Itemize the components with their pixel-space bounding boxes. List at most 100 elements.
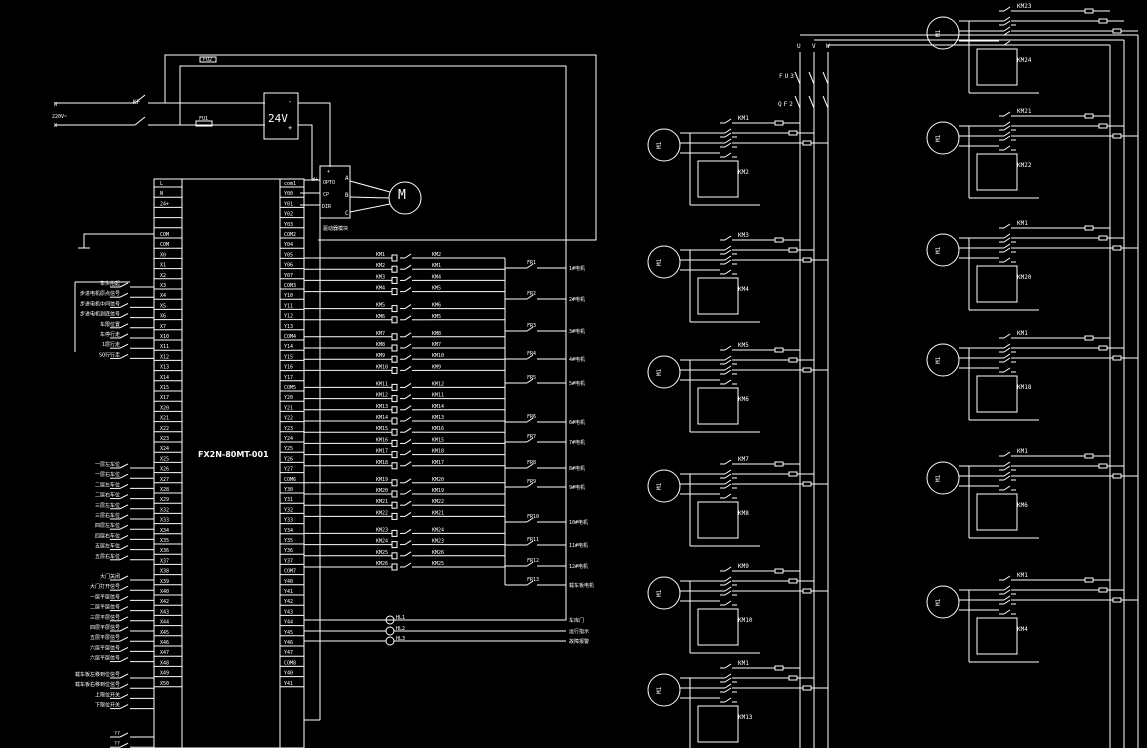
plc-output-pin-45: Y46: [284, 640, 293, 646]
plc-input-pin-34: X34: [160, 528, 169, 534]
indicator-lamp-1: [385, 626, 395, 636]
output-coil-0: KM1: [376, 252, 385, 258]
input-label-group3-0: 大门关闭: [100, 573, 120, 580]
plc-input-pin-33: X33: [160, 518, 169, 524]
motor-L-5: [647, 673, 681, 707]
lamp-label-1: HL2: [396, 626, 405, 632]
plc-output-pin-41: Y42: [284, 599, 293, 605]
mains-breaker-label: QF2: [778, 101, 795, 108]
plc-output-pin-26: Y25: [284, 446, 293, 452]
output-coil-3: KM4: [376, 286, 385, 292]
contactor-top-R-3: KM1: [1017, 330, 1028, 337]
plc-input-pin-43: X44: [160, 620, 169, 626]
relay-fr3: FR3: [527, 323, 536, 329]
plc-output-pin-6: Y04: [284, 242, 293, 248]
plc-output-pin-14: Y13: [284, 324, 293, 330]
contactor-bottom-L-1: KM4: [738, 286, 749, 293]
plc-output-pin-24: Y23: [284, 426, 293, 432]
output-coil-24: KM25: [376, 550, 388, 556]
contactor-bottom-R-4: KM6: [1017, 502, 1028, 509]
contactor-bottom-R-1: KM22: [1017, 162, 1032, 169]
output-coil-6: KM7: [376, 331, 385, 337]
contactor-bottom-L-3: KM8: [738, 510, 749, 517]
input-label-group2-2: 二层左车位: [95, 481, 120, 488]
lamp-desc-0: 车库门: [569, 617, 584, 624]
plc-output-pin-16: Y14: [284, 344, 293, 350]
output-coil-10: KM11: [376, 381, 388, 387]
relay-fr4: FR4: [527, 351, 536, 357]
plc-output-pin-46: Y47: [284, 650, 293, 656]
output-interlock-6: KM8: [432, 331, 441, 337]
relay-fr9: FR9: [527, 479, 536, 485]
plc-input-pin-27: X25: [160, 456, 169, 462]
neutral-label: N: [54, 102, 57, 108]
plc-output-pin-47: COM8: [284, 660, 296, 666]
contactor-top-L-0: KM1: [738, 115, 749, 122]
plc-input-pin-2: 24+: [160, 201, 169, 207]
plc-input-pin-13: X6: [160, 314, 166, 320]
plc-output-pin-44: Y45: [284, 630, 293, 636]
plc-input-pin-25: X23: [160, 436, 169, 442]
lamp-desc-2: 故障报警: [569, 638, 589, 645]
output-interlock-8: KM10: [432, 353, 444, 359]
motor-R-5: [926, 585, 960, 619]
plc-input-pin-10: X3: [160, 283, 166, 289]
input-label-group2-6: 四层左车位: [95, 522, 120, 529]
input-label-group3-6: 五层平层信号: [90, 634, 120, 641]
input-label-group4-3: 下限位开关: [95, 702, 120, 709]
output-interlock-20: KM22: [432, 499, 444, 505]
motor-label-L-0: M1: [656, 141, 663, 149]
plc-output-pin-19: Y17: [284, 375, 293, 381]
output-interlock-21: KM21: [432, 510, 444, 516]
output-interlock-7: KM7: [432, 342, 441, 348]
contactor-bottom-L-4: KM10: [738, 617, 753, 624]
contactor-top-L-3: KM7: [738, 456, 749, 463]
plc-output-pin-32: Y32: [284, 507, 293, 513]
fuse-bottom: [195, 120, 213, 127]
output-interlock-14: KM16: [432, 426, 444, 432]
output-coil-4: KM5: [376, 303, 385, 309]
output-interlock-2: KM4: [432, 274, 441, 280]
plc-output-pin-49: Y41: [284, 681, 293, 687]
plc-input-pin-19: X14: [160, 375, 169, 381]
motor-output-label-8: 9#电机: [569, 484, 585, 491]
output-interlock-12: KM14: [432, 404, 444, 410]
output-coil-2: KM3: [376, 274, 385, 280]
input-label-group4-0: 载车板左移到位信号: [75, 671, 120, 678]
driver-pin-opto: OPTO: [323, 180, 335, 186]
input-label-group2-8: 五层左车位: [95, 543, 120, 550]
motor-L-4: [647, 576, 681, 610]
input-label-group2-3: 二层右车位: [95, 492, 120, 499]
input-label-group1-5: 车停行走: [100, 331, 120, 338]
plc-output-pin-7: Y05: [284, 252, 293, 258]
plc-input-pin-35: X35: [160, 538, 169, 544]
motor-R-1: [926, 121, 960, 155]
lamp-label-2: HL3: [396, 636, 405, 642]
plc-input-pin-22: X20: [160, 405, 169, 411]
relay-fr5: FR5: [527, 375, 536, 381]
output-coil-11: KM12: [376, 393, 388, 399]
relay-fr11: FR11: [527, 537, 539, 543]
plc-output-pin-5: COM2: [284, 232, 296, 238]
motor-output-label-4: 5#电机: [569, 380, 585, 387]
output-interlock-10: KM12: [432, 381, 444, 387]
motor-label-L-1: M1: [656, 258, 663, 266]
stepper-motor-label: M: [398, 188, 406, 203]
input-label-group3-7: 六层平层信号: [90, 644, 120, 651]
plc-output-pin-1: Y00: [284, 191, 293, 197]
phase-v-label: V: [812, 43, 816, 50]
contactor-top-L-4: KM9: [738, 563, 749, 570]
plc-output-pin-22: Y21: [284, 405, 293, 411]
plc-input-pin-45: X46: [160, 640, 169, 646]
plc-input-pin-16: X11: [160, 344, 169, 350]
motor-output-label-7: 8#电机: [569, 465, 585, 472]
plc-output-pin-10: COM3: [284, 283, 296, 289]
motor-L-0: [647, 128, 681, 162]
driver-caption: 驱动器模块: [323, 225, 348, 232]
output-coil-23: KM24: [376, 539, 388, 545]
driver-pin-dir: DIR: [322, 204, 332, 210]
plc-input-pin-28: X26: [160, 467, 169, 473]
motor-output-label-5: 6#电机: [569, 419, 585, 426]
plc-output-pin-0: com1: [284, 181, 296, 187]
